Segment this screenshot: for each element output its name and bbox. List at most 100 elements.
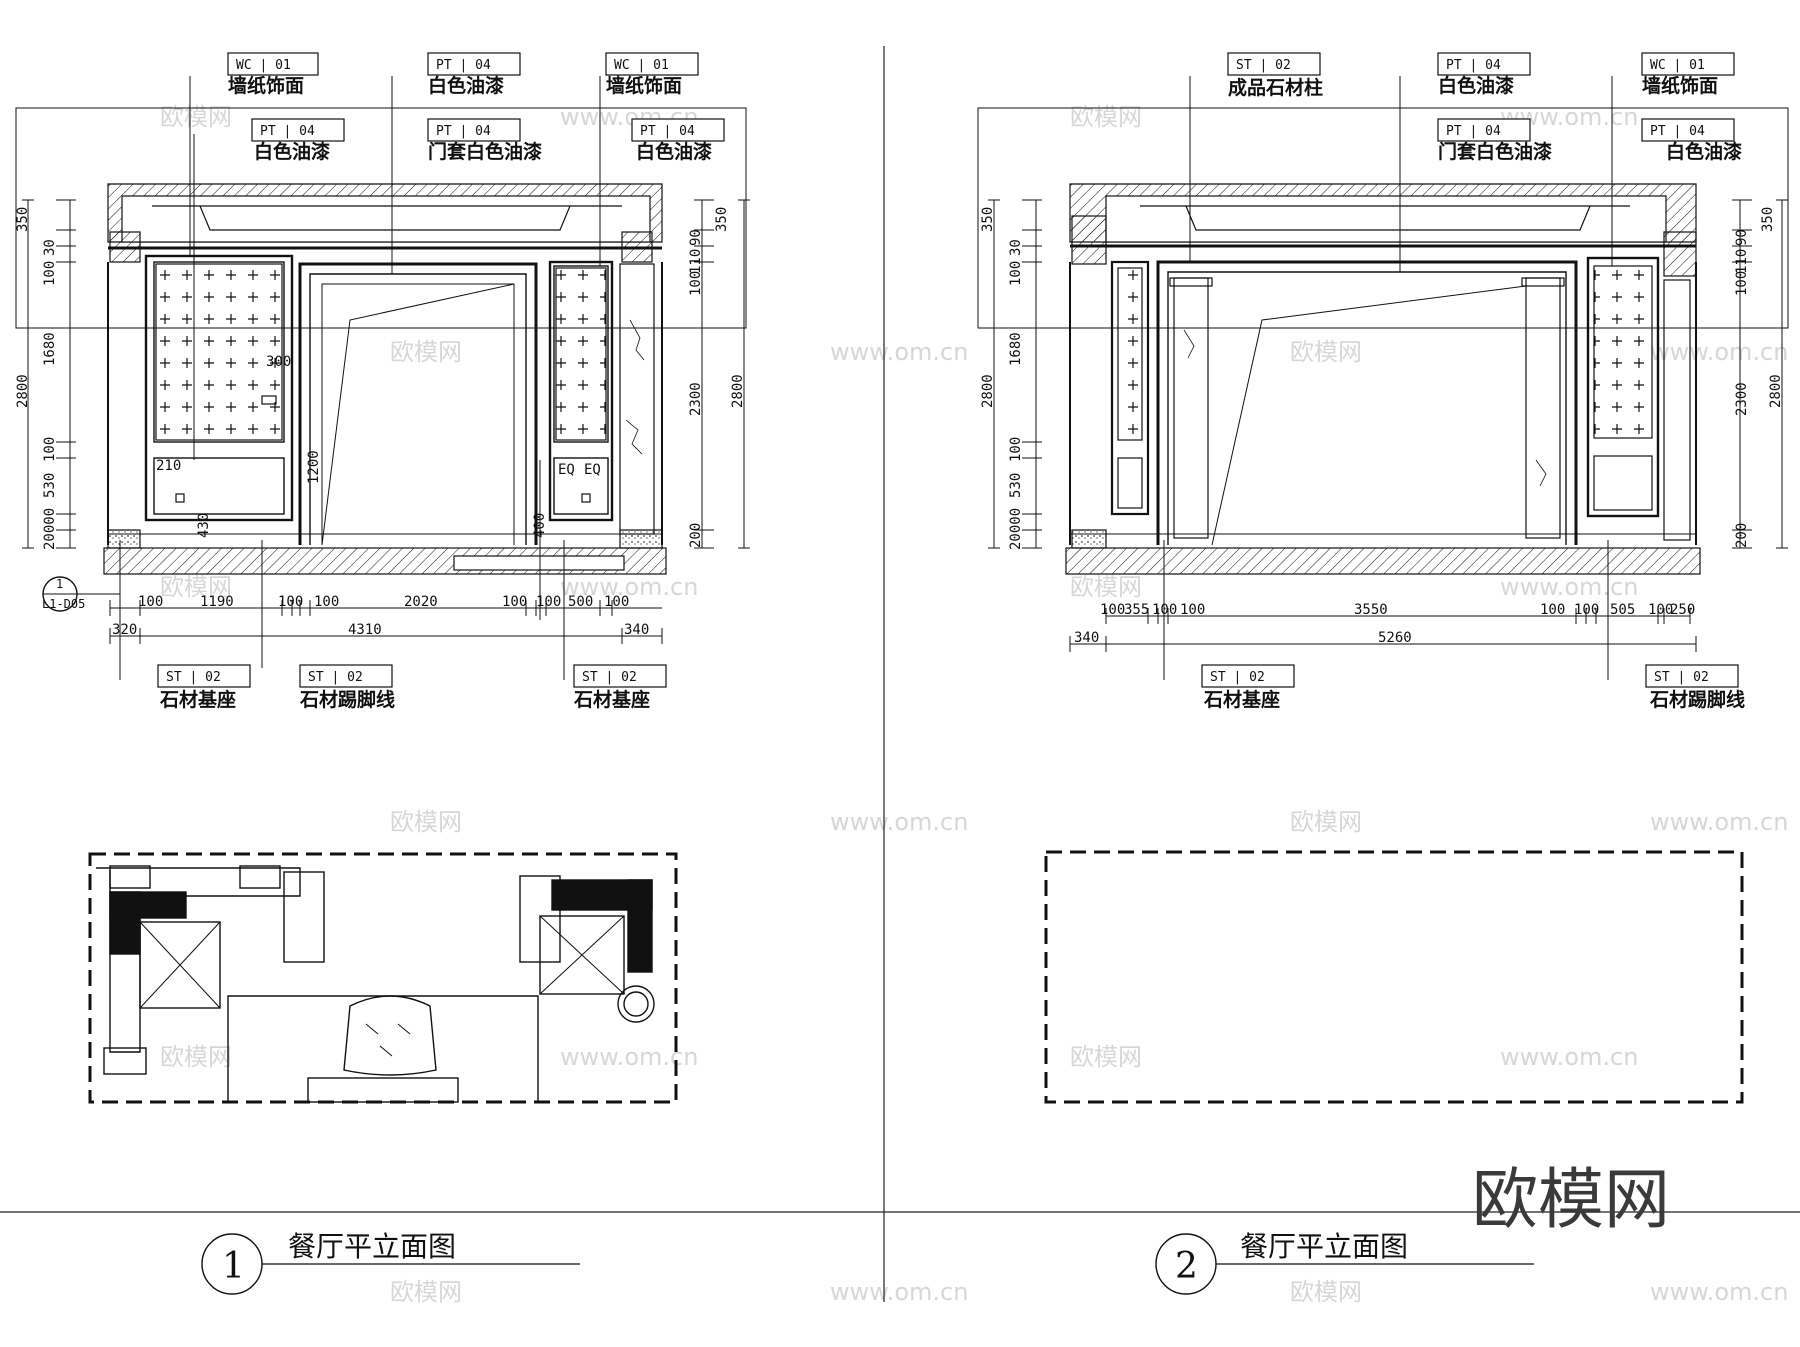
dimension-text: 110	[1734, 249, 1750, 274]
dimension-text: 90	[688, 229, 704, 246]
callout-leaders-top	[189, 76, 601, 460]
dimensions-view-2: 350 30 100 1680 100 530 2800 20000 350 9…	[980, 207, 1784, 646]
ceiling-recess	[1105, 195, 1667, 243]
callout-tag-box	[1437, 52, 1531, 76]
wall-section-right	[1663, 231, 1697, 277]
wall-section-left	[1071, 215, 1107, 265]
watermark-url: www.om.cn	[560, 573, 698, 601]
marble-veining	[1183, 329, 1547, 487]
plan-column-right-inner	[623, 991, 649, 1017]
dimension-text: 100	[314, 594, 339, 610]
dimensions-view-1: 350 30 100 1680 100 530 2800 20000 350 9…	[15, 207, 746, 638]
opening-frame-inner	[1167, 271, 1567, 545]
section-marker-sheet: L1-D05	[42, 597, 85, 611]
dimension-lines-right-total	[738, 199, 750, 549]
callout-code: WC | 01	[614, 58, 669, 73]
right-lower-panel	[1593, 455, 1653, 511]
dimension-text: 350	[1760, 207, 1776, 232]
dimension-text: 100	[536, 594, 561, 610]
callout-tag-box	[631, 118, 725, 142]
watermark-text: 欧模网	[1070, 573, 1142, 601]
dimension-text: 20000	[42, 508, 58, 550]
left-panel-inner	[153, 261, 285, 443]
dimension-text: 2300	[1734, 382, 1750, 416]
callout-tag-box	[299, 664, 393, 688]
left-wallpaper-panel	[1117, 267, 1143, 441]
watermark-layer: 欧模网 www.om.cn 欧模网 www.om.cn 欧模网 www.om.c…	[160, 103, 1788, 1306]
dimension-text: 30	[42, 239, 58, 256]
plan-view-1	[88, 852, 678, 1104]
dimension-lines-left-total	[988, 199, 1000, 549]
dimension-lines-bottom-total	[109, 628, 663, 644]
watermark-url: www.om.cn	[830, 808, 968, 836]
stone-base-left	[1071, 529, 1107, 549]
callout-leaders-bottom	[1163, 540, 1609, 680]
dimension-text: 100	[1648, 602, 1673, 618]
plan-solid-wall-left-vertical	[109, 891, 141, 955]
callout-name: 白色油漆	[428, 74, 504, 97]
left-lower-panel	[153, 457, 285, 515]
callout-code: ST | 02	[582, 670, 637, 685]
plan-cabinet-left-cross	[139, 921, 221, 1009]
view-title-1: 1 餐厅平立面图	[201, 1230, 580, 1295]
dimension-text: 430	[196, 513, 212, 538]
floor-threshold	[453, 555, 625, 571]
dimension-text: 500	[568, 594, 593, 610]
left-outlet-symbol	[175, 493, 185, 503]
dimension-lines-bottom	[1105, 608, 1691, 624]
callout-name: 石材基座	[1203, 688, 1280, 711]
reference-frame	[15, 107, 747, 329]
callout-name: 石材基座	[159, 688, 236, 711]
dimension-text: 100	[1152, 602, 1177, 618]
reference-frame	[977, 107, 1789, 329]
dimension-text: 530	[42, 473, 58, 498]
view-title: 餐厅平立面图	[288, 1230, 456, 1263]
watermark-url: www.om.cn	[560, 1043, 698, 1071]
callout-tag-box	[1645, 664, 1739, 688]
right-wallpaper-panel	[1593, 265, 1653, 439]
watermark-text: 欧模网	[390, 808, 462, 836]
opening-perspective-line	[1211, 285, 1527, 546]
switch-symbol	[261, 395, 277, 405]
watermark-url: www.om.cn	[1650, 338, 1788, 366]
watermark-url: www.om.cn	[1500, 573, 1638, 601]
dimension-text: 100	[1100, 602, 1125, 618]
dimension-lines-bottom	[109, 600, 662, 616]
dimension-lines-right	[694, 199, 714, 549]
callout-tag-box	[1641, 52, 1735, 76]
callout-code: PT | 04	[436, 58, 491, 73]
callout-code: ST | 02	[1236, 58, 1291, 73]
cornice-profile	[152, 205, 622, 231]
ceiling-recess	[121, 195, 651, 243]
elevation-view-2	[977, 76, 1789, 680]
dimension-text: 5260	[1378, 630, 1412, 646]
dimension-text: 530	[1008, 473, 1024, 498]
stone-base-left	[107, 529, 141, 549]
callout-name: 白色油漆	[254, 140, 330, 163]
callout-code: ST | 02	[1210, 670, 1265, 685]
left-lower-panel	[1117, 457, 1143, 509]
callout-code: PT | 04	[436, 124, 491, 139]
dimension-text: 340	[624, 622, 649, 638]
door-frame-inner	[309, 273, 527, 545]
view-title-2: 2 餐厅平立面图	[1155, 1230, 1534, 1295]
watermark-url: www.om.cn	[1650, 1278, 1788, 1306]
dimension-text: 1200	[306, 450, 322, 484]
door-frame-outer	[298, 262, 538, 545]
callouts-view-1: WC | 01 墙纸饰面 PT | 04 白色油漆 WC | 01 墙纸饰面 P…	[157, 52, 725, 711]
dimension-text: 100	[42, 261, 58, 286]
callout-tag-box	[1641, 118, 1735, 142]
callout-name: 成品石材柱	[1228, 76, 1323, 99]
right-panel-inner	[553, 265, 609, 443]
dimension-text: 1190	[200, 594, 234, 610]
dimension-text: 100	[1540, 602, 1565, 618]
right-panel-frame	[548, 260, 614, 522]
section-marker-number: 1	[56, 577, 63, 591]
dimension-text: 20000	[1008, 508, 1024, 550]
dimension-text: 200	[1734, 523, 1750, 548]
plan-table	[307, 1077, 459, 1103]
plan-cabinet-right-cross	[539, 915, 625, 995]
opening-frame-outer	[1156, 260, 1578, 545]
dimension-text: 90	[1734, 229, 1750, 246]
